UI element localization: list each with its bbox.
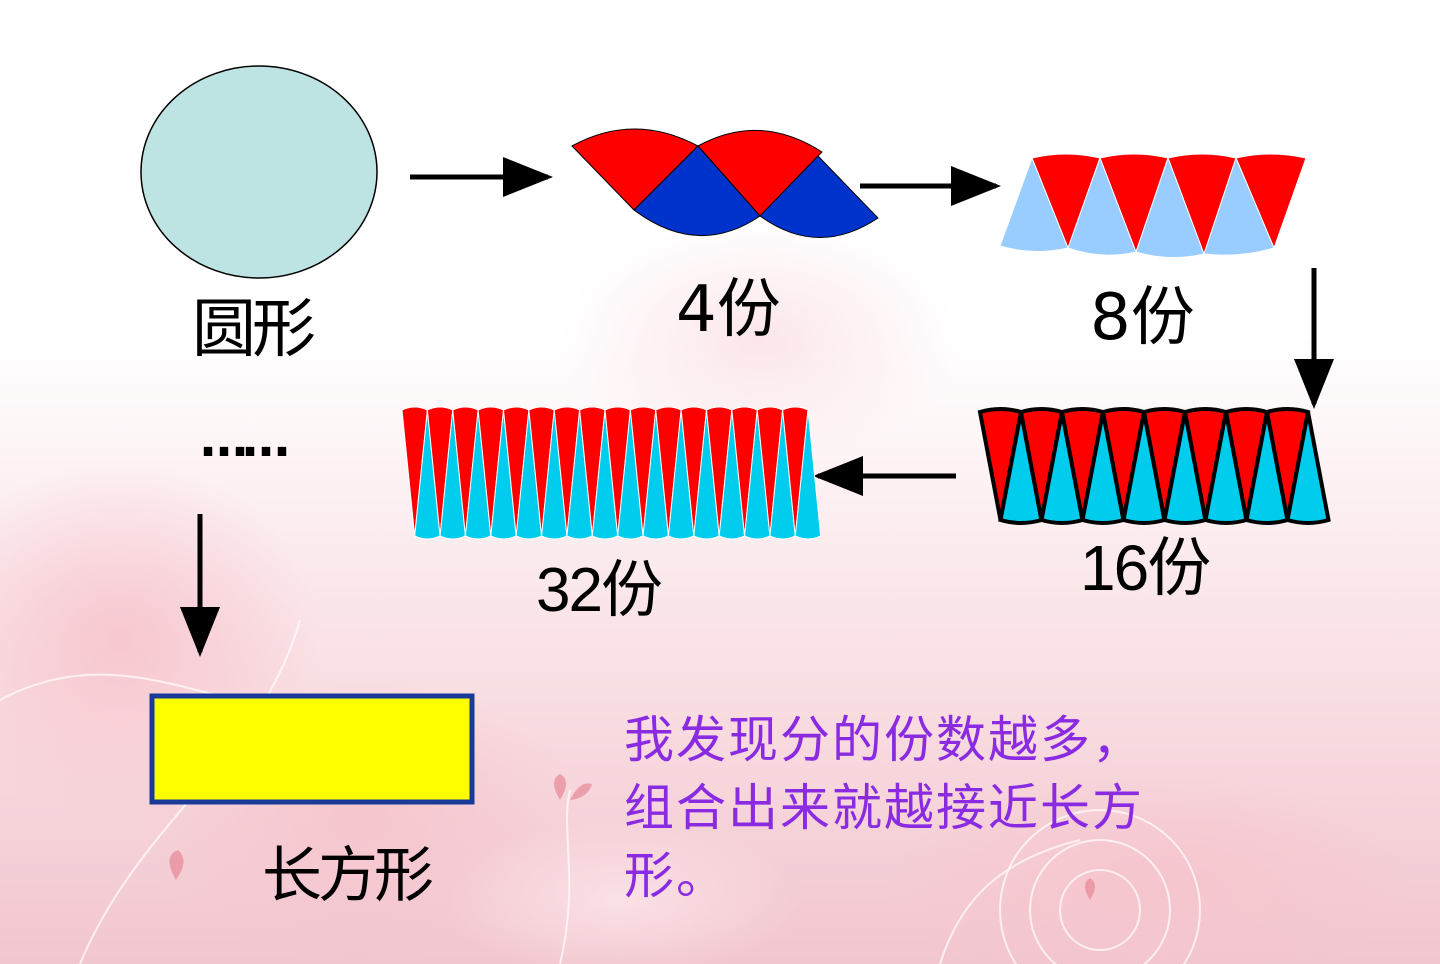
eight-pieces-shape	[999, 153, 1307, 259]
thirty-two-blue-sector	[794, 409, 822, 540]
rectangle-shape	[149, 693, 475, 805]
four-parts-label: 4份	[676, 273, 781, 347]
eight-parts-label: 8份	[1090, 281, 1195, 355]
sixteen-parts-label: 16份	[1080, 532, 1211, 604]
conclusion-text: 我发现分的份数越多，组合出来就越接近长方形。	[624, 711, 1144, 905]
circle-label: 圆形	[192, 293, 316, 367]
rectangle-label: 长方形	[262, 841, 434, 911]
thirty-two-pieces-shape	[401, 406, 822, 540]
ellipsis-label: ……	[200, 412, 290, 468]
four-pieces-shape	[571, 128, 879, 238]
circle-shape	[140, 65, 378, 279]
sixteen-pieces-shape	[977, 407, 1331, 525]
thirty-two-parts-label: 32份	[536, 556, 663, 625]
sixteen-blue-sector	[1285, 411, 1331, 525]
